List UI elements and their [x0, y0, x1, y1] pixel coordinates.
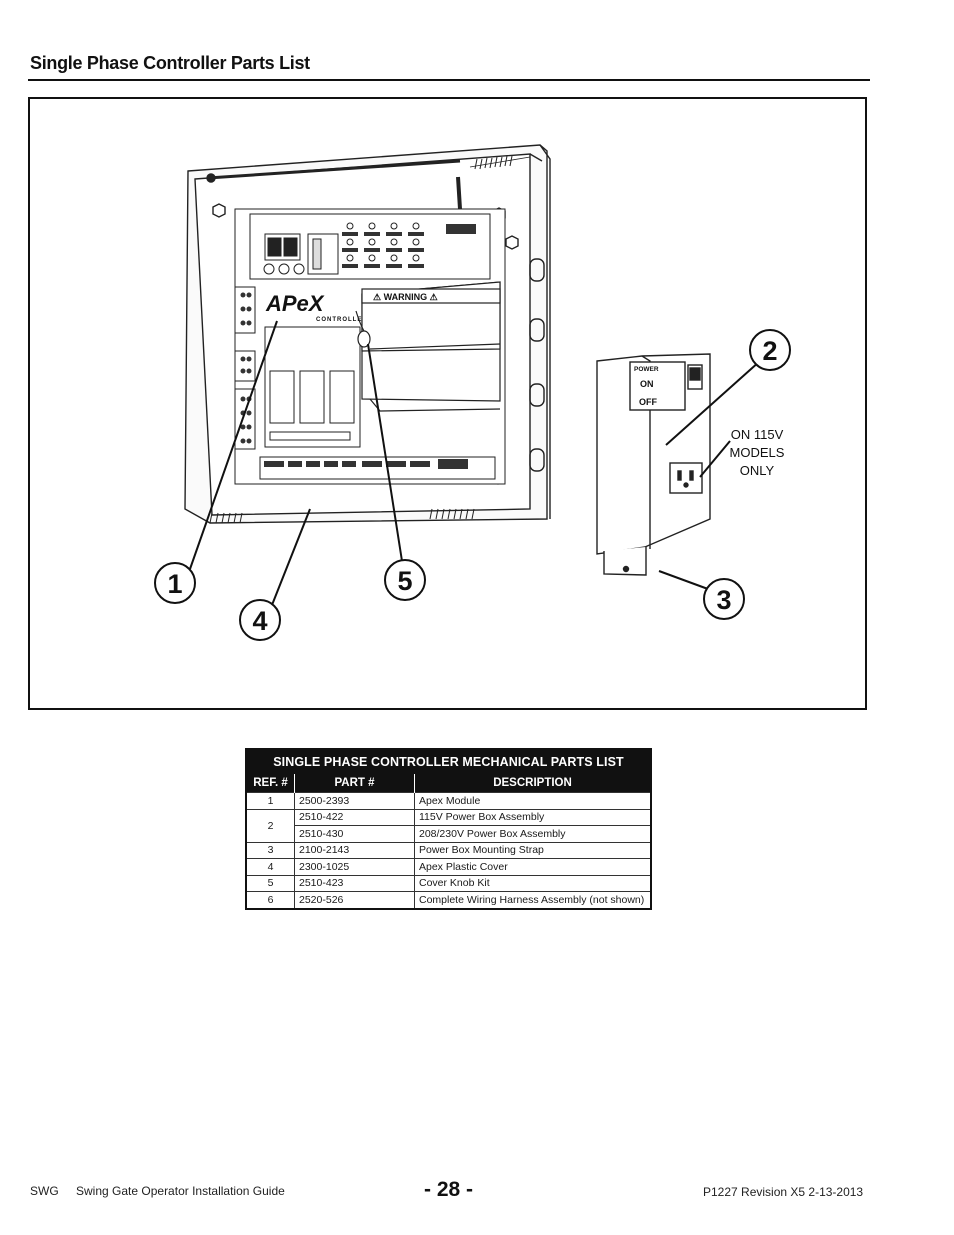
outlet-note-line-2: MODELS [730, 445, 785, 460]
part-cell: 2510-422 [294, 808, 415, 826]
ref-cell: 3 [245, 841, 295, 859]
footer-revision: P1227 Revision X5 2-13-2013 [703, 1185, 864, 1199]
table-row: 1 2500-2393 Apex Module [245, 792, 652, 810]
warning-label: ⚠ WARNING ⚠ [373, 292, 438, 302]
callout-5: 5 [384, 559, 426, 601]
part-cell: 2510-430 [294, 825, 415, 843]
power-box [596, 353, 711, 576]
table-row: 4 2300-1025 Apex Plastic Cover [245, 858, 652, 876]
footer-doc-code: SWG [30, 1184, 59, 1198]
part-cell: 2300-1025 [294, 858, 415, 876]
page-number: - 28 - [424, 1178, 474, 1201]
switch-on-label: ON [640, 379, 654, 389]
table-row: 2 2510-422 115V Power Box Assembly [245, 808, 652, 843]
callout-1-label: 1 [167, 569, 182, 599]
callout-4-label: 4 [252, 606, 267, 636]
part-cell: 2520-526 [294, 891, 415, 909]
description-cell: Apex Module [414, 792, 652, 810]
callout-1: 1 [154, 562, 196, 604]
description-cell: Cover Knob Kit [414, 874, 652, 892]
power-label: POWER [634, 366, 659, 373]
table-row: 6 2520-526 Complete Wiring Harness Assem… [245, 891, 652, 909]
table-row: 2510-430 208/230V Power Box Assembly [246, 825, 652, 843]
title-rule [28, 79, 870, 81]
table-row: 5 2510-423 Cover Knob Kit [245, 874, 652, 892]
callout-3: 3 [703, 578, 745, 620]
callout-3-label: 3 [716, 585, 731, 615]
ref-cell: 2 [245, 808, 295, 843]
description-cell: Power Box Mounting Strap [414, 841, 652, 859]
outlet-note-line-3: ONLY [740, 463, 775, 478]
description-cell: 115V Power Box Assembly [414, 808, 652, 826]
description-cell: 208/230V Power Box Assembly [414, 825, 652, 843]
callout-5-label: 5 [397, 566, 412, 596]
outlet-note-line-1: ON 115V [731, 427, 784, 442]
parts-table: SINGLE PHASE CONTROLLER MECHANICAL PARTS… [245, 748, 652, 910]
ref-cell: 4 [245, 858, 295, 876]
warning-cover [361, 281, 501, 412]
table-title: SINGLE PHASE CONTROLLER MECHANICAL PARTS… [246, 749, 651, 774]
section-title: Single Phase Controller Parts List [30, 53, 310, 73]
callout-2: 2 [749, 329, 791, 371]
table-header-row: REF. # PART # DESCRIPTION [246, 774, 651, 793]
table-row: 3 2100-2143 Power Box Mounting Strap [245, 841, 652, 859]
description-cell: Apex Plastic Cover [414, 858, 652, 876]
apex-logo-sub: CONTROLLER [316, 317, 368, 323]
switch-off-label: OFF [639, 397, 657, 407]
callout-2-label: 2 [762, 336, 777, 366]
ref-cell: 5 [245, 874, 295, 892]
header-ref: REF. # [246, 774, 295, 793]
ref-cell: 6 [245, 891, 295, 909]
callout-4: 4 [239, 599, 281, 641]
parts-diagram: APeX CONTROLLER ⚠ WARNING ⚠ [28, 97, 867, 710]
description-cell: Complete Wiring Harness Assembly (not sh… [414, 891, 652, 909]
part-cell: 2100-2143 [294, 841, 415, 859]
cover-knob [355, 310, 371, 348]
ref-cell: 1 [245, 792, 295, 810]
header-part: PART # [294, 774, 415, 793]
footer-doc-name: Swing Gate Operator Installation Guide [76, 1184, 285, 1198]
header-description: DESCRIPTION [414, 774, 651, 793]
apex-logo: APeX [265, 291, 325, 316]
part-cell: 2500-2393 [294, 792, 415, 810]
footer-doc-info: SWG Swing Gate Operator Installation Gui… [30, 1184, 285, 1198]
part-cell: 2510-423 [294, 874, 415, 892]
